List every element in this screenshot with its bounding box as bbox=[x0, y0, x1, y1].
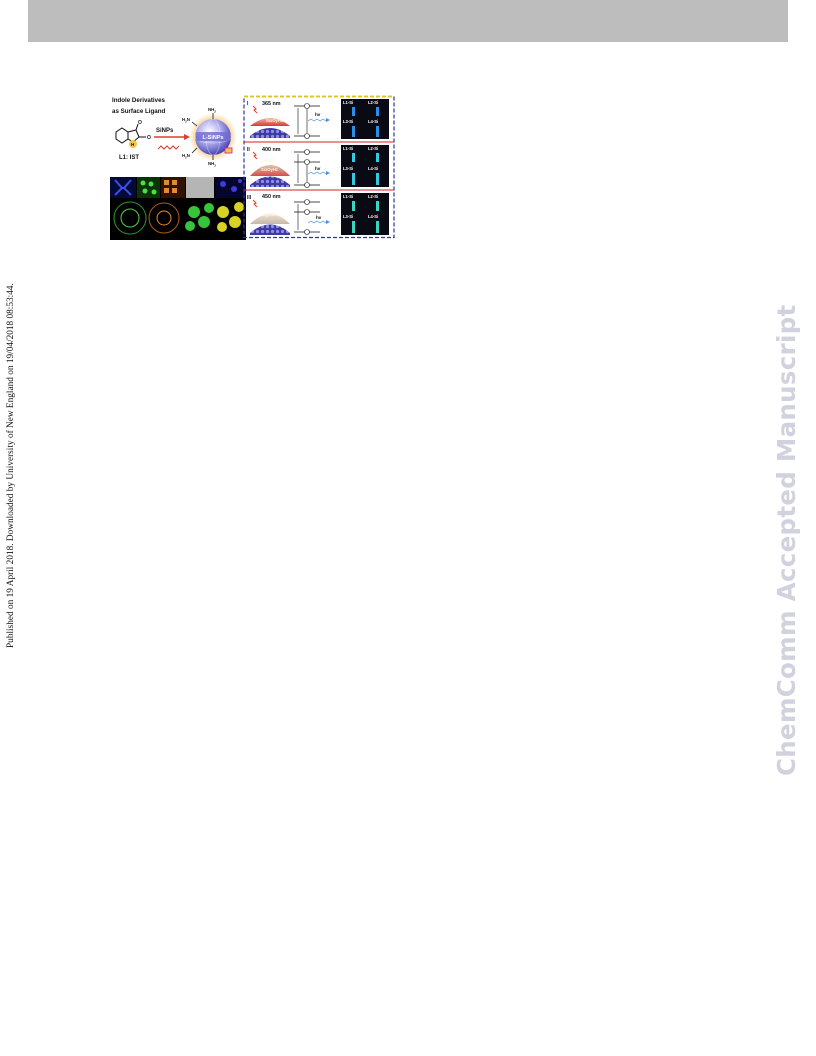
pathway-iii-vials bbox=[341, 193, 389, 235]
vial-label-l2-ii: L2-Si bbox=[368, 146, 378, 151]
reagent-label: SiNPs bbox=[156, 128, 174, 134]
isatin-structure: O O H bbox=[115, 120, 151, 148]
toc-graphic-svg: Indole Derivatives as Surface Ligand O O… bbox=[110, 95, 395, 240]
pathway-ii-vials bbox=[341, 145, 389, 187]
pathway-ii-wavelength: 400 nm bbox=[262, 147, 281, 153]
pathway-i-wavelength: 365 nm bbox=[262, 101, 281, 107]
amine-bottom-left: H2N bbox=[182, 153, 190, 160]
imaging-mosaic bbox=[110, 177, 246, 240]
amine-bottom: NH2 bbox=[208, 161, 216, 168]
vial-label-l4-iii: L4-Si bbox=[368, 214, 378, 219]
pathway-i-layer bbox=[250, 118, 290, 126]
pathway-i: I 365 nm SixOyHz hv L1-Si L2-Si L3-Si L4… bbox=[247, 99, 389, 139]
reaction-arrow-head bbox=[184, 134, 190, 140]
pathway-ii-roman: II bbox=[247, 147, 250, 153]
vial-label-l2-i: L2-Si bbox=[368, 100, 378, 105]
vial-label-l3-ii: L3-Si bbox=[343, 166, 353, 171]
pathway-iii: III 450 nm Ligand hv L1-Si L2-Si L3-Si L… bbox=[247, 193, 389, 235]
vial-label-l4-ii: L4-Si bbox=[368, 166, 378, 171]
vial-label-l3-iii: L3-Si bbox=[343, 214, 353, 219]
publication-side-note-text: Published on 19 April 2018. Downloaded b… bbox=[6, 283, 16, 648]
vial-label-l3-i: L3-Si bbox=[343, 119, 353, 124]
vial-label-l1-iii: L1-Si bbox=[343, 194, 353, 199]
vial-label-l2-iii: L2-Si bbox=[368, 194, 378, 199]
ligand-marker bbox=[224, 147, 233, 154]
vial-label-l1-ii: L1-Si bbox=[343, 146, 353, 151]
carbonyl-o-right: O bbox=[147, 135, 151, 141]
pathway-i-hv: hv bbox=[315, 112, 321, 117]
pathway-iii-ligand-label: Ligand bbox=[262, 212, 276, 217]
pathway-i-vials bbox=[341, 99, 389, 139]
vial-label-l1-i: L1-Si bbox=[343, 100, 353, 105]
pathway-i-layer-label: SixOyHz bbox=[266, 118, 283, 123]
pathway-ii: II 400 nm Ligand SixOyHz hv L1-Si L2-Si … bbox=[247, 145, 389, 188]
pathway-ii-ligand-label: Ligand bbox=[261, 158, 275, 163]
manuscript-watermark-text: ChemComm Accepted Manuscript bbox=[772, 304, 801, 776]
pathway-i-roman: I bbox=[247, 101, 249, 107]
pathway-iii-layer bbox=[250, 214, 290, 224]
excitation-bolt-icon bbox=[252, 151, 258, 160]
ligand-label: L1: IST bbox=[119, 155, 139, 161]
figure-title-line1: Indole Derivatives bbox=[112, 97, 166, 104]
pathway-iii-wavelength: 450 nm bbox=[262, 194, 281, 200]
toc-graphic: Indole Derivatives as Surface Ligand O O… bbox=[110, 94, 396, 240]
pathway-iii-roman: III bbox=[247, 195, 252, 201]
amine-left: H2N bbox=[182, 117, 190, 124]
carbonyl-o-top: O bbox=[138, 120, 142, 126]
header-bar bbox=[28, 0, 788, 42]
excitation-bolt-icon bbox=[252, 105, 258, 114]
pathway-ii-layer bbox=[250, 165, 290, 176]
sinp-particle: L-SiNPs NH2 H2N H2N NH2 bbox=[182, 107, 237, 168]
pathway-ii-layer-label: SixOyHz bbox=[261, 167, 278, 172]
figure-title-line2: as Surface Ligand bbox=[112, 108, 166, 115]
amine-top: NH2 bbox=[208, 107, 216, 114]
isatin-nh-label: H bbox=[131, 142, 134, 147]
particle-label: L-SiNPs bbox=[202, 135, 223, 141]
microwave-icon bbox=[157, 145, 180, 150]
pathway-ii-hv: hv bbox=[315, 166, 321, 171]
pathway-iii-hv: hv bbox=[316, 215, 322, 220]
excitation-bolt-icon bbox=[252, 199, 258, 208]
vial-label-l4-i: L4-Si bbox=[368, 119, 378, 124]
